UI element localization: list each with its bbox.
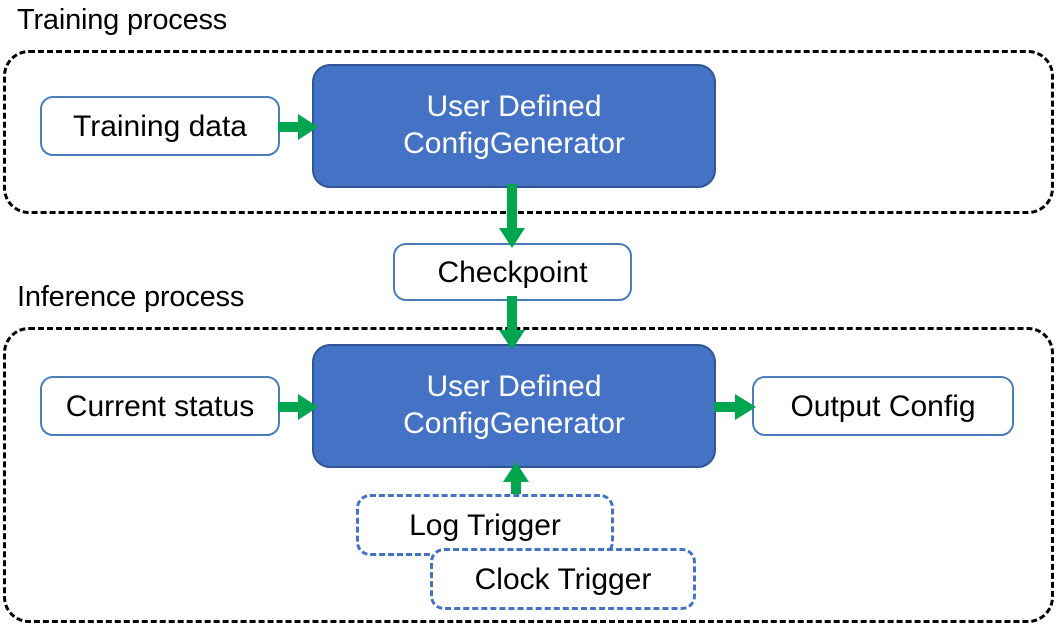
node-current-status[interactable]: Current status xyxy=(40,376,280,436)
node-checkpoint[interactable]: Checkpoint xyxy=(393,243,632,301)
node-checkpoint-label: Checkpoint xyxy=(437,255,588,289)
node-training-data[interactable]: Training data xyxy=(40,96,280,156)
inference-process-container xyxy=(3,327,1054,623)
inference-process-label: Inference process xyxy=(17,281,245,313)
node-log-trigger-label: Log Trigger xyxy=(409,508,561,542)
node-training-data-label: Training data xyxy=(73,109,247,143)
node-log-trigger[interactable]: Log Trigger xyxy=(356,494,614,556)
node-clock-trigger[interactable]: Clock Trigger xyxy=(430,548,696,610)
node-clock-trigger-label: Clock Trigger xyxy=(474,562,652,596)
node-generator-training-line2: ConfigGenerator xyxy=(403,127,625,160)
node-user-defined-configgenerator-inference[interactable]: User Defined ConfigGenerator xyxy=(312,344,716,468)
node-output-config-label: Output Config xyxy=(790,389,976,423)
node-output-config[interactable]: Output Config xyxy=(752,376,1014,436)
node-current-status-label: Current status xyxy=(65,389,255,423)
training-process-container xyxy=(3,50,1054,214)
node-generator-training-line1: User Defined xyxy=(426,90,602,124)
node-user-defined-configgenerator-training[interactable]: User Defined ConfigGenerator xyxy=(312,64,716,188)
node-generator-inference-line1: User Defined xyxy=(426,370,602,404)
training-process-label: Training process xyxy=(17,4,228,36)
node-generator-inference-line2: ConfigGenerator xyxy=(403,407,625,440)
